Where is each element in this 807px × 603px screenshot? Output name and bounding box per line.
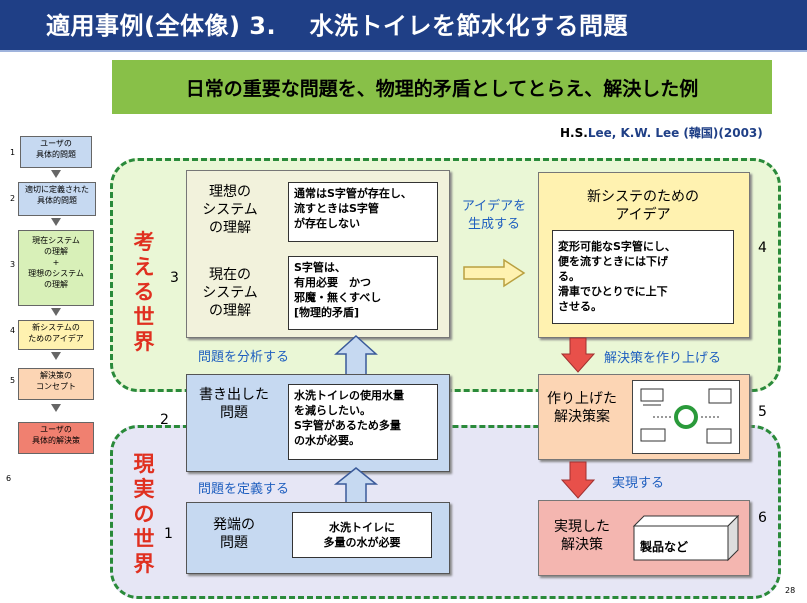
step-number-3: 3 [170,270,179,286]
analyze-arrow-icon [334,334,378,377]
zone-label-char: る [133,280,155,304]
build-arrow-icon [560,337,596,373]
current-system-text: S字管は、 有用必要 かつ 邪魔・無くすべし [物理的矛盾] [288,256,438,330]
written-problem-text: 水洗トイレの使用水量 を減らしたい。 S字管があるため多量 の水が必要。 [288,384,438,460]
sidebar-num-1: 1 [10,148,16,157]
generate-arrow-icon [463,258,526,288]
sidebar-num-3: 3 [10,260,16,269]
sidebar-item-3: 現在システム の理解 + 理想のシステム の理解 [18,230,94,306]
zone-label-char: 考 [133,230,155,254]
sidebar-num-5: 5 [10,376,16,385]
subtitle-banner [112,60,772,114]
sidebar-flow: 1 ユーザの 具体的問題 2 適切に定義された 具体的問題 3 現在システム の… [0,128,105,488]
step-number-4: 4 [758,240,767,256]
origin-problem-label: 発端の 問題 [213,517,255,551]
realize-label: 実現する [612,476,665,491]
zone-label-char: 界 [133,552,155,576]
step-number-1: 1 [164,526,173,542]
realized-solution-text: 製品など [640,540,689,554]
title-bar [0,0,807,52]
zone-label-char: 世 [133,527,155,551]
sidebar-item-2: 適切に定義された 具体的問題 [18,182,96,216]
sidebar-arrow-icon [51,170,61,178]
sidebar-num-6: 6 [6,474,12,483]
citation-author: H.S. [560,126,588,140]
sidebar-num-4: 4 [10,326,16,335]
ideal-system-label: 理想の システム の理解 [202,184,258,236]
step-number-6: 6 [758,510,767,526]
zone-label-char: 世 [133,305,155,329]
realize-arrow-icon [560,461,596,499]
step-number-5: 5 [758,404,767,420]
current-system-label: 現在の システム の理解 [202,267,258,319]
product-box-icon [632,514,740,562]
sidebar-item-4: 新システムの ためのアイデア [18,320,94,350]
concept-sketch-image [632,380,740,454]
build-solution-label: 解決策を作り上げる [604,351,722,366]
idea-title: 新システのための アイデア [587,189,699,223]
ideal-system-text: 通常はS字管が存在し、 流すときはS字管 が存在しない [288,182,438,242]
written-problem-label: 書き出した 問題 [199,387,269,421]
zone-thinking-label: 考 え る 世 界 [132,230,156,355]
sidebar-arrow-icon [51,404,61,412]
realized-solution-label: 実現した 解決策 [554,519,610,553]
sidebar-arrow-icon [51,352,61,360]
zone-label-char: え [133,255,155,279]
page-number: 28 [785,586,796,595]
generate-idea-label: アイデアを 生成する [461,199,527,232]
sidebar-arrow-icon [51,308,61,316]
sidebar-num-2: 2 [10,194,16,203]
sidebar-item-1: ユーザの 具体的問題 [20,136,92,168]
zone-label-char: 実 [133,477,155,501]
zone-label-char: 界 [133,330,155,354]
define-arrow-icon [334,467,378,505]
origin-problem-text: 水洗トイレに 多量の水が必要 [292,512,432,558]
subtitle: 日常の重要な問題を、物理的矛盾としてとらえ、解決した例 [185,78,699,100]
sidebar-item-5: 解決策の コンセプト [18,368,94,400]
page-title: 適用事例(全体像) 3. 水洗トイレを節水化する問題 [46,12,628,40]
step-number-2: 2 [160,412,169,428]
idea-text: 変形可能なS字管にし、 便を流すときには下げ る。 滑車でひとりでに上下 させる… [552,230,734,324]
zone-label-char: の [133,502,155,526]
sidebar-item-6: ユーザの 具体的解決策 [18,422,94,454]
sidebar-arrow-icon [51,218,61,226]
zone-label-char: 現 [133,452,155,476]
citation-rest: Lee, K.W. Lee (韓国)(2003) [587,126,763,140]
analyze-label: 問題を分析する [198,350,290,365]
sketch-icon [640,388,732,444]
zone-real-label: 現 実 の 世 界 [132,452,156,577]
citation: H.S.Lee, K.W. Lee (韓国)(2003) [560,124,763,141]
define-label: 問題を定義する [198,482,290,497]
concept-label: 作り上げた 解決策案 [547,391,617,425]
